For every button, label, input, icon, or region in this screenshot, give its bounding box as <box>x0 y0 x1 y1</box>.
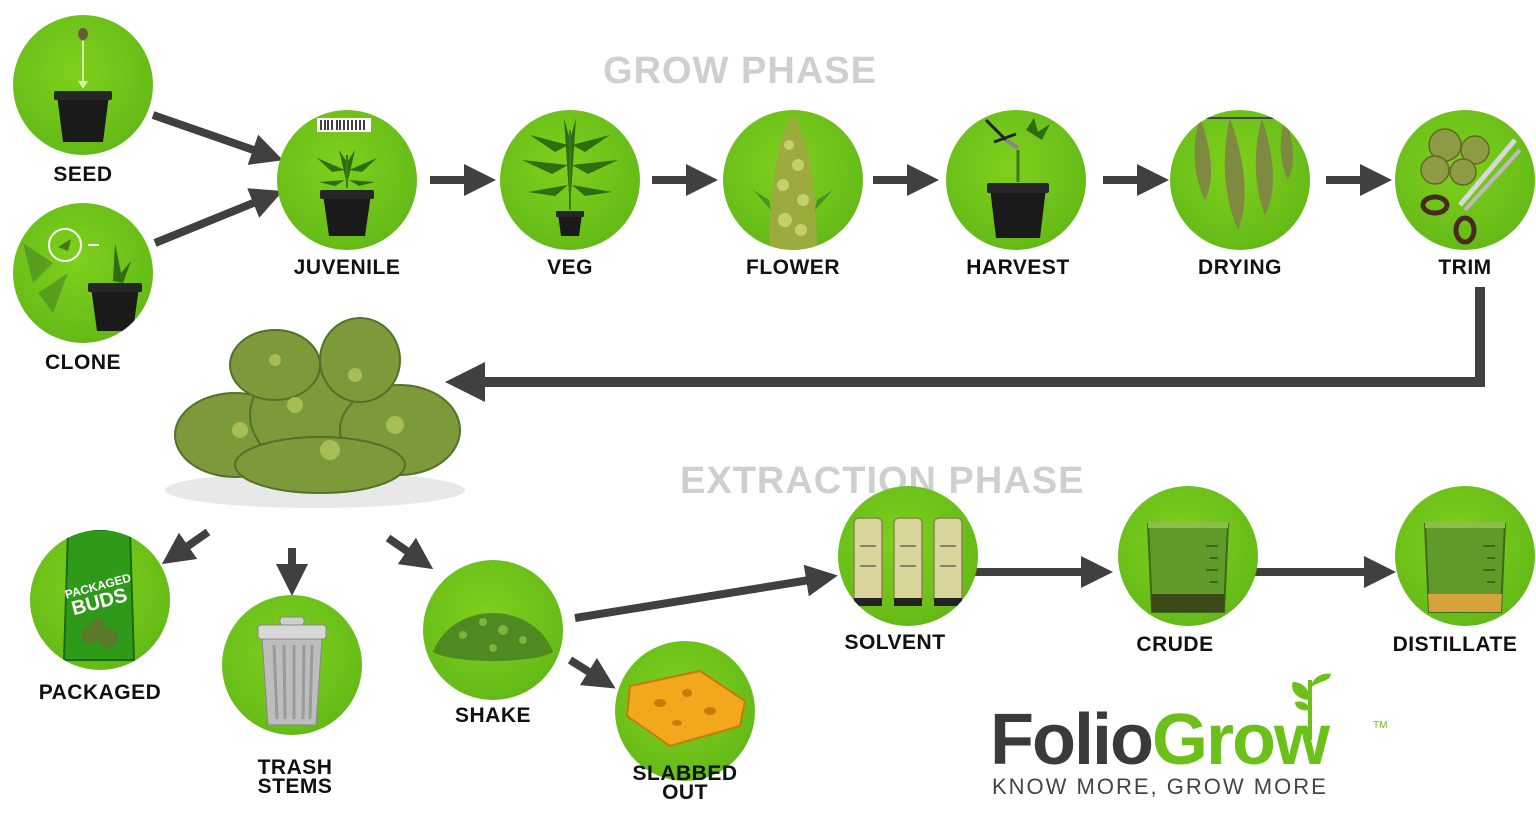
flower-circle <box>723 110 863 250</box>
slabbed-node <box>615 641 755 781</box>
harvest-shears-icon <box>984 118 1050 238</box>
juvenile-circle <box>277 110 417 250</box>
veg-plant-icon <box>522 118 618 236</box>
veg-circle <box>500 110 640 250</box>
packaged-circle: PACKAGED BUDS <box>30 530 170 670</box>
harvest-label: HARVEST <box>966 256 1070 279</box>
juvenile-label: JUVENILE <box>293 256 401 279</box>
juvenile-node <box>277 110 417 250</box>
trash-label-line2: STEMS <box>257 775 333 798</box>
slabbed-label-line2: OUT <box>662 781 708 804</box>
veg-label: VEG <box>547 256 593 279</box>
crude-label: CRUDE <box>1136 633 1214 656</box>
trash-can-icon <box>257 616 327 726</box>
flower-label: FLOWER <box>746 256 840 279</box>
arrow-shake-solvent <box>574 564 838 622</box>
drying-hanging-icon <box>1180 117 1300 230</box>
solvent-circle <box>838 486 978 626</box>
arrow-buds-packaged <box>161 528 211 565</box>
trim-scissors-icon <box>1420 128 1522 245</box>
logo-tagline: KNOW MORE, GROW MORE <box>992 774 1328 799</box>
logo-folio: Folio <box>990 700 1154 780</box>
trim-label: TRIM <box>1438 256 1492 279</box>
crude-beaker-icon <box>1146 522 1230 613</box>
shake-pile-icon <box>433 613 553 661</box>
seed-pot-icon <box>54 28 112 142</box>
trash-node <box>222 595 362 735</box>
veg-node <box>500 110 640 250</box>
arrow-shake-slabbed <box>567 656 616 689</box>
grow-phase-title: GROW PHASE <box>603 50 877 92</box>
trim-node <box>1395 110 1535 250</box>
solvent-vials-icon <box>853 517 963 606</box>
foliogrow-logo: FolioGrow TM KNOW MORE, GROW MORE <box>990 673 1390 810</box>
drying-node <box>1170 110 1310 250</box>
drying-label: DRYING <box>1198 256 1282 279</box>
arrow-buds-shake <box>385 534 434 570</box>
juvenile-plant-icon <box>317 118 377 236</box>
buds-pile-image <box>165 317 465 508</box>
clone-label: CLONE <box>45 351 121 374</box>
solvent-node <box>838 486 978 626</box>
distillate-label: DISTILLATE <box>1392 633 1518 656</box>
distillate-circle <box>1395 486 1535 626</box>
packaged-bag-icon: PACKAGED BUDS <box>62 530 136 661</box>
drying-circle <box>1170 110 1310 250</box>
arrow-seed-juvenile <box>151 111 284 165</box>
arrow-clone-juvenile <box>153 188 283 247</box>
distillate-beaker-icon <box>1423 522 1507 613</box>
arrow-trim-buds <box>445 287 1485 402</box>
packaged-label: PACKAGED <box>38 681 162 704</box>
trim-circle <box>1395 110 1535 250</box>
sprout-icon <box>1292 673 1331 740</box>
clone-node <box>13 203 153 343</box>
distillate-node <box>1395 486 1535 626</box>
flower-bud-icon <box>753 115 833 250</box>
slabbed-label-line1: SLABBED <box>632 762 738 785</box>
seed-node <box>13 15 153 155</box>
packaged-node: PACKAGED BUDS <box>30 530 170 670</box>
slabbed-circle <box>615 641 755 781</box>
shake-circle <box>423 560 563 700</box>
seed-circle <box>13 15 153 155</box>
harvest-node <box>946 110 1086 250</box>
crude-circle <box>1118 486 1258 626</box>
solvent-label: SOLVENT <box>844 631 946 654</box>
trash-label-line1: TRASH <box>257 756 333 779</box>
harvest-circle <box>946 110 1086 250</box>
shake-label: SHAKE <box>454 704 531 727</box>
crude-node <box>1118 486 1258 626</box>
seed-label: SEED <box>53 163 113 186</box>
clone-plant-icon <box>23 228 142 331</box>
logo-trademark: TM <box>1373 720 1388 731</box>
shake-node <box>423 560 563 700</box>
slabbed-wax-icon <box>625 669 747 748</box>
logo-grow: Grow <box>1151 700 1330 780</box>
trash-circle <box>222 595 362 735</box>
flower-node <box>723 110 863 250</box>
clone-circle <box>13 203 153 343</box>
logo-wordmark: FolioGrow <box>990 700 1330 780</box>
